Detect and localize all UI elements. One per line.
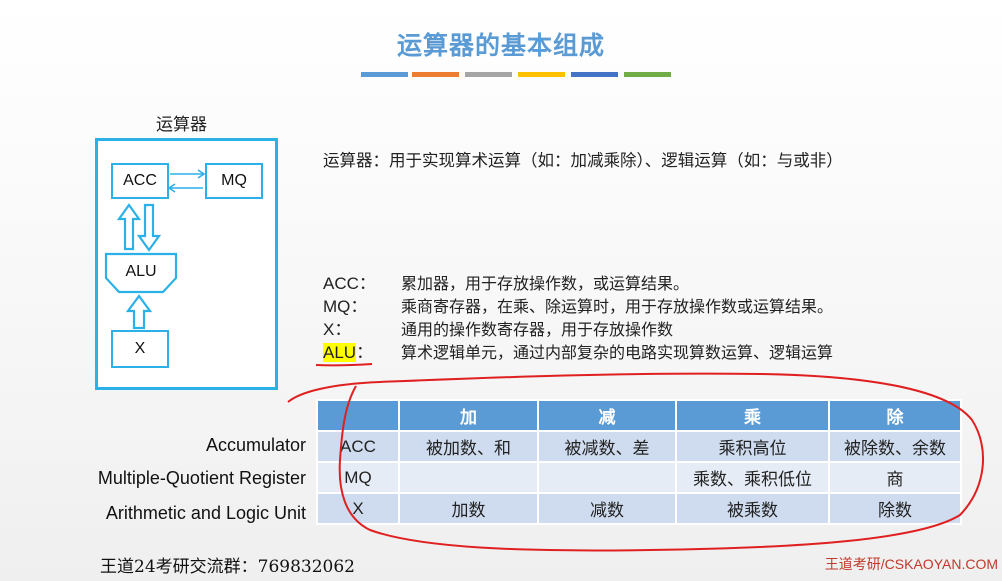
diagram-title: 运算器 xyxy=(156,115,207,135)
table-header: 减 xyxy=(537,399,677,432)
x-register: X xyxy=(111,330,169,368)
table-row: ACC 被加数、和 被减数、差 乘积高位 被除数、余数 xyxy=(316,430,962,463)
footer-watermark: 王道考研/CSKAOYAN.COM xyxy=(824,556,998,572)
unit-description: 运算器：用于实现算术运算（如：加减乘除）、逻辑运算（如：与或非） xyxy=(323,151,843,170)
row-label-mq-register: Multiple-Quotient Register xyxy=(97,468,306,488)
acc-register: ACC xyxy=(111,163,169,199)
alu-shape xyxy=(104,252,178,294)
table-cell: 被加数、和 xyxy=(398,430,539,463)
color-bar xyxy=(624,72,671,77)
page-title: 运算器的基本组成 xyxy=(396,31,605,60)
table-row: X 加数 减数 被乘数 除数 xyxy=(316,492,962,525)
color-bar xyxy=(412,72,459,77)
definition-term: ACC： xyxy=(323,274,376,293)
alu-highlighted-term: ALU xyxy=(323,343,357,362)
definition-text: 算术逻辑单元，通过内部复杂的电路实现算数运算、逻辑运算 xyxy=(401,343,834,362)
color-bar xyxy=(465,72,512,77)
table-cell xyxy=(537,461,677,494)
color-bar xyxy=(518,72,565,77)
table-cell: 乘积高位 xyxy=(675,430,830,463)
row-label-accumulator: Accumulator xyxy=(205,435,306,455)
table-cell: ACC xyxy=(316,430,400,463)
x-to-alu-arrow xyxy=(125,294,153,330)
table-cell: X xyxy=(316,492,400,525)
table-header-row: 加 减 乘 除 xyxy=(316,399,962,432)
footer-group-info: 王道24考研交流群：769832062 xyxy=(100,557,355,577)
table-cell: 商 xyxy=(828,461,962,494)
table-cell: 减数 xyxy=(537,492,677,525)
table-cell: 被除数、余数 xyxy=(828,430,962,463)
table-cell: 加数 xyxy=(398,492,539,525)
acc-mq-arrows xyxy=(167,169,206,193)
color-bar xyxy=(571,72,618,77)
definition-term: X： xyxy=(323,320,352,339)
definition-term-suffix: ： xyxy=(356,343,374,362)
table-cell: 乘数、乘积低位 xyxy=(675,461,830,494)
table-header: 除 xyxy=(828,399,962,432)
definition-text: 乘商寄存器，在乘、除运算时，用于存放操作数或运算结果。 xyxy=(401,297,834,316)
color-bar xyxy=(361,72,408,77)
table-row: MQ 乘数、乘积低位 商 xyxy=(316,461,962,494)
acc-to-alu-arrow xyxy=(136,203,162,252)
table-header: 乘 xyxy=(675,399,830,432)
mq-register: MQ xyxy=(205,163,263,199)
definition-term: MQ： xyxy=(323,297,368,316)
row-label-alu: Arithmetic and Logic Unit xyxy=(105,503,306,523)
table-cell: 除数 xyxy=(828,492,962,525)
alu-to-acc-arrow xyxy=(116,203,142,251)
alu-label: ALU xyxy=(125,263,157,280)
table-cell: 被减数、差 xyxy=(537,430,677,463)
definition-text: 累加器，用于存放操作数，或运算结果。 xyxy=(401,274,690,293)
definition-text: 通用的操作数寄存器，用于存放操作数 xyxy=(401,320,674,339)
table-cell: MQ xyxy=(316,461,400,494)
operation-table: 加 减 乘 除 ACC 被加数、和 被减数、差 乘积高位 被除数、余数 MQ 乘… xyxy=(316,399,962,525)
definition-term-wrap: ALU： xyxy=(323,338,373,363)
table-cell xyxy=(398,461,539,494)
table-cell: 被乘数 xyxy=(675,492,830,525)
table-header xyxy=(316,399,400,432)
table-header: 加 xyxy=(398,399,539,432)
